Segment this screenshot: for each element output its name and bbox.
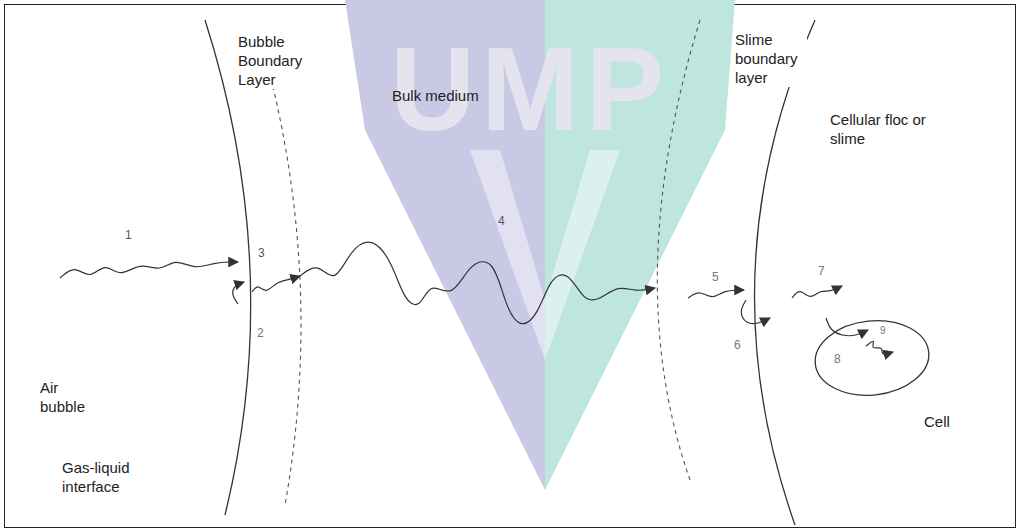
callout-number: 3 — [258, 246, 265, 260]
transfer-path — [741, 300, 770, 324]
callout-number: 5 — [712, 270, 719, 284]
callout-number: 8 — [834, 352, 841, 366]
watermark-v — [470, 150, 620, 360]
cell-ellipse — [812, 318, 932, 398]
watermark: UMP — [250, 30, 810, 148]
cell-label: Cell — [924, 412, 950, 431]
gas-liquid-interface — [205, 20, 251, 515]
transfer-path — [300, 242, 655, 323]
region-label: Bubble Boundary Layer — [236, 32, 314, 89]
transfer-path — [60, 262, 238, 278]
transfer-path — [688, 290, 744, 298]
callout-number: 6 — [734, 338, 741, 352]
region-label: Cellular floc or slime — [830, 110, 940, 148]
part-label: Gas-liquid interface — [62, 458, 152, 496]
transfer-path — [233, 282, 244, 304]
callout-number: 7 — [818, 264, 825, 278]
callout-number: 1 — [125, 228, 132, 242]
transfer-path — [866, 341, 893, 354]
bubble-boundary — [265, 55, 301, 505]
cell-membrane — [812, 318, 932, 398]
region-label: Bulk medium — [392, 86, 479, 105]
floc-surface — [755, 20, 816, 525]
callout-number: 4 — [498, 214, 505, 228]
callout-number: 9 — [880, 325, 886, 337]
transfer-path — [792, 286, 842, 298]
part-label: Air bubble — [40, 378, 100, 416]
transfer-path — [252, 276, 300, 292]
region-label: Slime boundary layer — [733, 30, 807, 87]
cell-outline: Cell — [812, 318, 932, 398]
callout-number: 2 — [257, 326, 264, 340]
